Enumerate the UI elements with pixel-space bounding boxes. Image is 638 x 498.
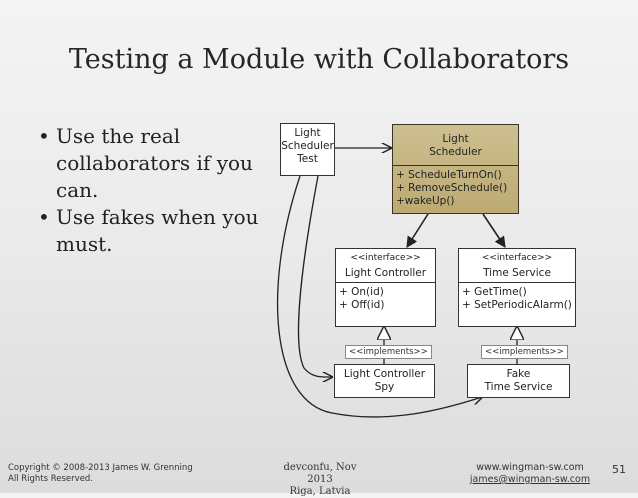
operation: +wakeUp() bbox=[396, 195, 455, 207]
dependency-curve bbox=[276, 175, 482, 418]
operation: + GetTime() bbox=[462, 286, 527, 298]
light-scheduler-test-box: Light Scheduler Test bbox=[280, 123, 335, 176]
operation: + On(id) bbox=[339, 286, 384, 298]
box-label: Spy bbox=[374, 381, 395, 393]
box-label: Time Service bbox=[484, 381, 553, 393]
box-label: Light bbox=[442, 133, 469, 145]
light-scheduler-box: Light Scheduler + ScheduleTurnOn() + Rem… bbox=[392, 124, 519, 214]
box-label: Scheduler bbox=[281, 140, 334, 152]
footer-copyright: Copyright © 2008-2013 James W. Grenning … bbox=[8, 463, 193, 484]
footer-contact: www.wingman-sw.com james@wingman-sw.com bbox=[465, 462, 595, 486]
fake-time-service-box: Fake Time Service bbox=[467, 364, 570, 398]
operation: + RemoveSchedule() bbox=[396, 182, 508, 194]
website-link[interactable]: www.wingman-sw.com bbox=[476, 462, 584, 473]
page-number: 51 bbox=[612, 463, 626, 476]
operation: + SetPeriodicAlarm() bbox=[462, 299, 572, 311]
time-service-interface-box: <<interface>> Time Service + GetTime() +… bbox=[458, 248, 576, 327]
stereotype-label: <<interface>> bbox=[350, 253, 421, 263]
light-controller-interface-box: <<interface>> Light Controller + On(id) … bbox=[335, 248, 436, 327]
box-label: Time Service bbox=[483, 267, 551, 279]
box-label: Scheduler bbox=[429, 146, 482, 158]
box-label: Light bbox=[294, 127, 321, 139]
implements-label: <<implements>> bbox=[481, 345, 568, 359]
implements-label: <<implements>> bbox=[345, 345, 432, 359]
dependency-curve bbox=[297, 175, 332, 377]
operation: + Off(id) bbox=[339, 299, 385, 311]
footer-event: devconfu, Nov 2013 Riga, Latvia bbox=[283, 462, 357, 497]
box-label: Fake bbox=[506, 368, 531, 380]
slide-title: Testing a Module with Collaborators bbox=[68, 44, 570, 75]
email-link[interactable]: james@wingman-sw.com bbox=[469, 474, 591, 485]
bullet-item: Use fakes when you must. bbox=[32, 204, 262, 258]
bullet-list: Use the real collaborators if you can. U… bbox=[32, 123, 262, 258]
bullet-item: Use the real collaborators if you can. bbox=[32, 123, 262, 204]
box-label: Light Controller bbox=[344, 267, 427, 279]
box-label: Light Controller bbox=[343, 368, 426, 380]
operation: + ScheduleTurnOn() bbox=[396, 169, 502, 181]
light-controller-spy-box: Light Controller Spy bbox=[334, 364, 435, 398]
dependency-arrow bbox=[406, 213, 429, 248]
box-label: Test bbox=[297, 153, 318, 165]
stereotype-label: <<interface>> bbox=[481, 253, 553, 263]
dependency-arrow bbox=[482, 213, 506, 248]
